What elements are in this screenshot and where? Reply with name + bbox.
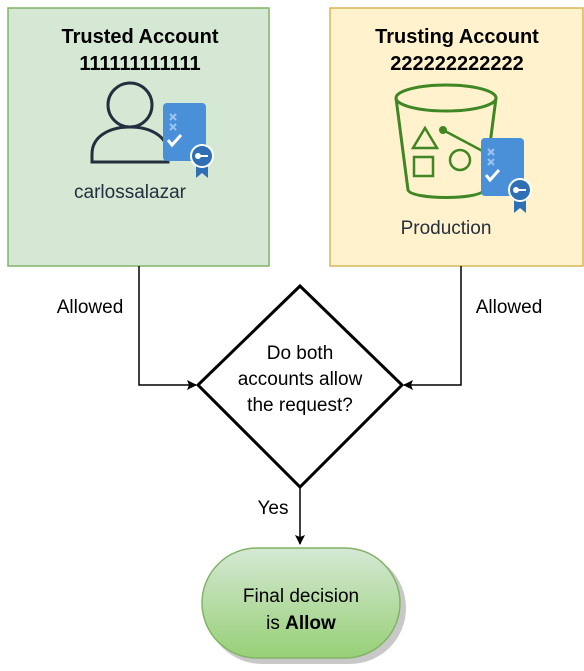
decision-diamond: [195, 283, 405, 490]
trusted-user-label: carlossalazar: [74, 182, 187, 203]
yes-edge-label: Yes: [258, 498, 289, 519]
decision-line-3: the request?: [247, 395, 353, 416]
decision-node: Do both accounts allow the request?: [195, 283, 405, 490]
decision-line-1: Do both: [267, 343, 334, 364]
final-decision-prefix: is: [266, 613, 285, 634]
trusting-resource-label: Production: [401, 218, 492, 239]
certificate-icon: [163, 103, 214, 178]
right-edge-label-background: [464, 292, 556, 318]
trusted-account-box: Trusted Account 111111111111 carlossalaz…: [7, 7, 270, 267]
left-edge-label-background: [44, 292, 136, 318]
trusting-account-title: Trusting Account: [375, 26, 539, 48]
decision-line-2: accounts allow: [238, 369, 363, 390]
final-decision-line-2: is Allow: [266, 613, 336, 634]
trusting-account-background: [329, 7, 584, 267]
trusting-account-box: Trusting Account 222222222222 Production: [329, 7, 584, 267]
final-decision-line-1: Final decision: [243, 586, 359, 607]
left-connector: [138, 266, 197, 390]
trusted-account-title: Trusted Account: [61, 26, 218, 48]
right-edge-label: Allowed: [476, 297, 543, 318]
connectors: [138, 266, 462, 545]
final-decision-node: Final decision is Allow: [201, 547, 406, 664]
trusting-account-id: 222222222222: [390, 53, 523, 75]
final-decision-result: Allow: [285, 613, 336, 634]
yes-label-background: [250, 494, 296, 520]
trusted-account-background: [7, 7, 270, 267]
trusted-account-id: 111111111111: [79, 53, 200, 75]
right-connector: [403, 266, 462, 390]
final-decision-pill: [201, 547, 401, 659]
left-edge-label: Allowed: [57, 297, 124, 318]
certificate-icon: [481, 138, 532, 213]
